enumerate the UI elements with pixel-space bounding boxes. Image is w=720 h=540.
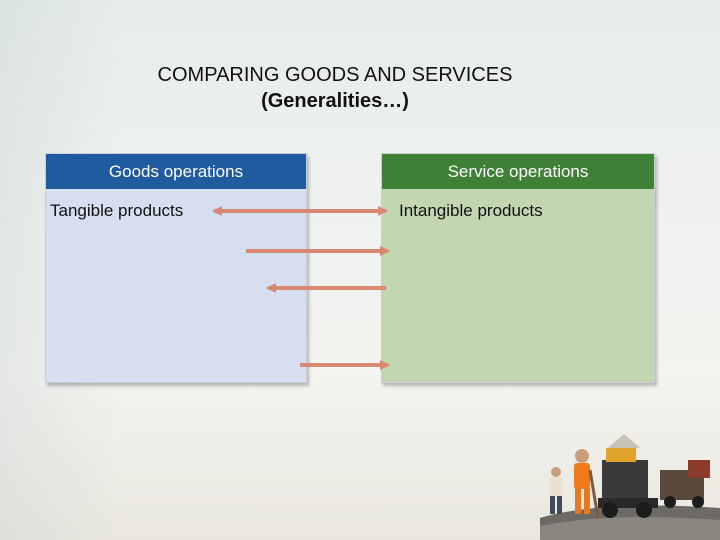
goods-operations-panel: Goods operations Tangible products (45, 153, 307, 383)
service-item-intangible-products: Intangible products (399, 201, 543, 220)
goods-item-tangible-products: Tangible products (50, 201, 184, 220)
title-line-2: (Generalities…) (261, 90, 409, 112)
road-paving-workers-icon (540, 434, 720, 540)
title-line-1: COMPARING GOODS AND SERVICES (157, 64, 513, 86)
slide-title: COMPARING GOODS AND SERVICES (Generaliti… (60, 62, 610, 114)
service-operations-header: Service operations (382, 154, 654, 189)
service-operations-panel: Service operations Intangible products (381, 153, 655, 383)
goods-operations-header: Goods operations (46, 154, 306, 189)
